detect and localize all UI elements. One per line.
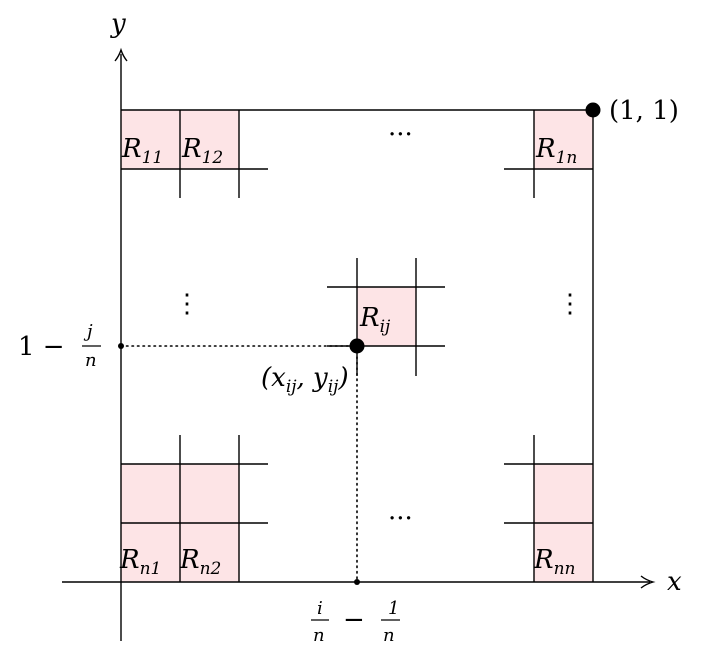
svg-text:−: −: [343, 605, 365, 635]
svg-text:i: i: [317, 598, 323, 619]
y-tick-dot: [118, 343, 124, 349]
left-vertical-ellipsis: ⋮: [174, 289, 200, 319]
cell-rn1-upper: [121, 464, 180, 523]
guide-lines: [120, 345, 358, 583]
cell-rn2: [180, 523, 239, 582]
cell-label-rij: Rij: [359, 303, 391, 337]
cell-rnn: [534, 523, 593, 582]
x-tick-dot: [354, 579, 360, 585]
corner-point-label: (1, 1): [609, 96, 679, 126]
cell-label-r12: R12: [181, 134, 223, 168]
right-vertical-ellipsis: ⋮: [557, 289, 583, 319]
cell-rn1: [121, 523, 180, 582]
cell-rn2-upper: [180, 464, 239, 523]
cell-r11: [121, 110, 180, 169]
shaded-cells: [121, 110, 593, 582]
svg-text:n: n: [313, 625, 325, 646]
cell-label-rnn: Rnn: [533, 545, 575, 579]
y-axis-arrowhead: [114, 47, 128, 62]
cell-label-rn1: Rn1: [119, 545, 161, 579]
cell-rij: [357, 287, 416, 346]
grid-lines: [121, 110, 593, 582]
corner-point: [585, 102, 601, 118]
x-axis-label: x: [667, 567, 682, 597]
bottom-ellipsis: ···: [388, 504, 413, 534]
x-axis-arrowhead: [640, 575, 656, 589]
cell-label-r11: R11: [121, 134, 163, 168]
top-ellipsis: ···: [388, 120, 413, 150]
cell-label-r1n: R1n: [535, 134, 577, 168]
points: [118, 102, 601, 585]
cell-r12: [180, 110, 239, 169]
svg-text:n: n: [383, 625, 395, 646]
svg-text:j: j: [83, 321, 93, 342]
sample-point-label: (xij, yij): [261, 363, 349, 397]
svg-text:n: n: [85, 350, 97, 371]
y-axis-label: y: [110, 9, 126, 39]
unit-square: [121, 109, 594, 582]
y-tick-label: 1 − j n: [18, 321, 101, 371]
svg-text:1: 1: [388, 598, 399, 619]
svg-text:1 −: 1 −: [18, 332, 65, 362]
cell-r1n: [534, 110, 593, 169]
sample-point: [349, 338, 365, 354]
cell-label-rn2: Rn2: [179, 545, 221, 579]
cell-rnn-upper: [534, 464, 593, 523]
x-tick-label: i n − 1 n: [311, 598, 400, 646]
